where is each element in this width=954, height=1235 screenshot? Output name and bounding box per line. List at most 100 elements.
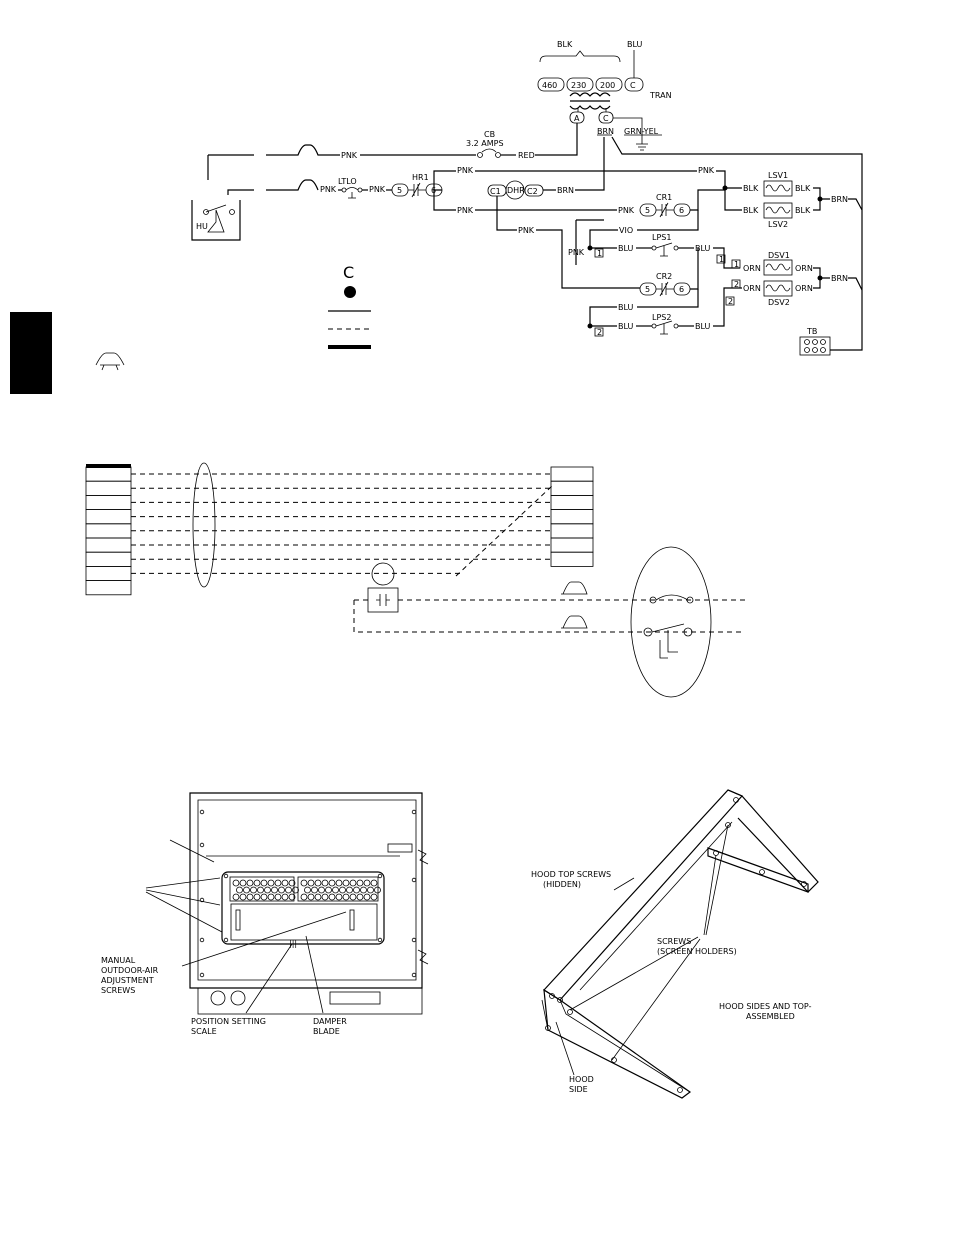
panel-screw (199, 937, 205, 943)
hood-screw (567, 1009, 573, 1015)
terminal-block-screws (804, 339, 826, 353)
plug-connector-icon-lower (561, 615, 588, 629)
screen-mesh-cell (335, 879, 343, 887)
screen-mesh-cell (314, 893, 322, 901)
screen-mesh-cell (243, 886, 250, 894)
pnk-label-7: PNK (518, 226, 535, 235)
blu-label-3: BLU (618, 303, 634, 312)
panel-screw (411, 809, 417, 815)
hood-figure: HOOD TOP SCREWS (HIDDEN) SCREWS (SCREEN … (531, 789, 819, 1099)
screen-mesh-cell (370, 893, 378, 901)
screen-mesh-cell (239, 893, 247, 901)
red-wire (535, 123, 578, 156)
screen-mesh-cell (328, 879, 336, 887)
hr1-label: HR1 (412, 173, 429, 182)
left-connector-cap (86, 464, 131, 468)
position-scale-label-2: SCALE (191, 1027, 217, 1036)
right-connector-pin (550, 523, 594, 539)
hood-assembled-label-1: HOOD SIDES AND TOP- (719, 1002, 812, 1011)
screen-mesh-cell (260, 879, 268, 887)
screen-mesh-cell (367, 886, 374, 894)
blk-label-lsv1-in: BLK (743, 184, 759, 193)
hood-top-screws-label-2: (HIDDEN) (543, 880, 581, 889)
hood-side-label-2: SIDE (569, 1085, 588, 1094)
screen-mesh-cell (267, 879, 275, 887)
screen-mesh-cell (267, 893, 275, 901)
pnk-label-5: PNK (698, 166, 715, 175)
plug-1-marker-right-label: 1 (719, 255, 724, 264)
right-connector-pin (550, 509, 594, 525)
screen-mesh-cell (292, 886, 299, 894)
leader-lines-screws (145, 877, 223, 933)
connector-dashed-wires (131, 473, 551, 574)
lsv1-valve-coil (763, 180, 793, 197)
screen-mesh-cell (260, 893, 268, 901)
plug-connector-icon-upper (561, 581, 588, 595)
hood-screw (545, 1025, 551, 1031)
screen-mesh-cell (332, 886, 339, 894)
pnk-label-8: PNK (618, 206, 635, 215)
tap-c: C (630, 81, 636, 90)
cb-rating-label: 3.2 AMPS (466, 139, 504, 148)
cr2-pin-5-label: 5 (645, 285, 650, 294)
legend-plug-icon (95, 352, 125, 371)
plug-2-marker-right (725, 296, 735, 306)
leader-screen-holder-screws (569, 824, 729, 1061)
screen-mesh-cell (342, 879, 350, 887)
transformer-taps: 460 230 200 C (537, 77, 644, 92)
connector-wiring-diagram (85, 462, 745, 698)
cr2-label: CR2 (656, 272, 672, 281)
legend-splice-dot (344, 286, 356, 298)
wiring-legend: C (95, 263, 371, 371)
switch-contact-upper-icon (655, 594, 689, 601)
left-connector-pin (85, 494, 132, 510)
leader-line-damper-blade (305, 935, 324, 1014)
hood-screw (725, 822, 731, 828)
red-label: RED (518, 151, 535, 160)
plug-1-marker-label: 1 (597, 249, 602, 258)
left-connector-pin (85, 523, 132, 539)
transformer-primary-coil (569, 92, 611, 97)
manual-screws-label-2: OUTDOOR-AIR (101, 966, 159, 975)
screen-mesh-cell (264, 886, 271, 894)
plug-2-marker-dsv (731, 279, 741, 289)
damper-base-rail (197, 987, 423, 1015)
lps2-label: LPS2 (652, 313, 671, 322)
tap-brace (539, 50, 621, 63)
brn-label-dsv: BRN (831, 274, 848, 283)
blu-label-5: BLU (695, 322, 711, 331)
right-connector-pin (550, 466, 594, 482)
hood-screw (733, 797, 739, 803)
cb-contact-right (495, 152, 501, 158)
screen-mesh-cell (353, 886, 360, 894)
terminal-c (598, 111, 614, 124)
vio-label: VIO (619, 226, 633, 235)
plug-connector-bottom (266, 179, 319, 191)
dsv2-label: DSV2 (768, 298, 790, 307)
panel-screw (411, 972, 417, 978)
screen-mesh-cell (281, 893, 289, 901)
position-scale-marks: ||| (289, 939, 297, 948)
hood-right-leg (727, 789, 819, 893)
leader-line-position-scale (245, 943, 293, 1014)
screen-mesh-cell (374, 886, 381, 894)
plug-2-marker (594, 327, 604, 337)
cr2-contact-icon (656, 281, 674, 297)
lps1-label: LPS1 (652, 233, 671, 242)
cr1-label: CR1 (656, 193, 672, 202)
blk-label-lsv1-out: BLK (795, 184, 811, 193)
panel-screw (199, 897, 205, 903)
dsv1-label: DSV1 (768, 251, 790, 260)
junction-dot-lsv-return (817, 196, 823, 202)
cb-breaker-icon (481, 148, 497, 153)
hu-wire-bottom (227, 189, 254, 195)
panel-screws (199, 809, 417, 978)
brn-label-lsv: BRN (831, 195, 848, 204)
screen-mesh-cell (339, 886, 346, 894)
screen-mesh-cell (370, 879, 378, 887)
screen-mesh-cell (328, 893, 336, 901)
screen-mesh-cell (288, 879, 296, 887)
tran-label: TRAN (649, 91, 672, 100)
right-connector-pin (550, 480, 594, 496)
screen-mesh-cell (363, 879, 371, 887)
